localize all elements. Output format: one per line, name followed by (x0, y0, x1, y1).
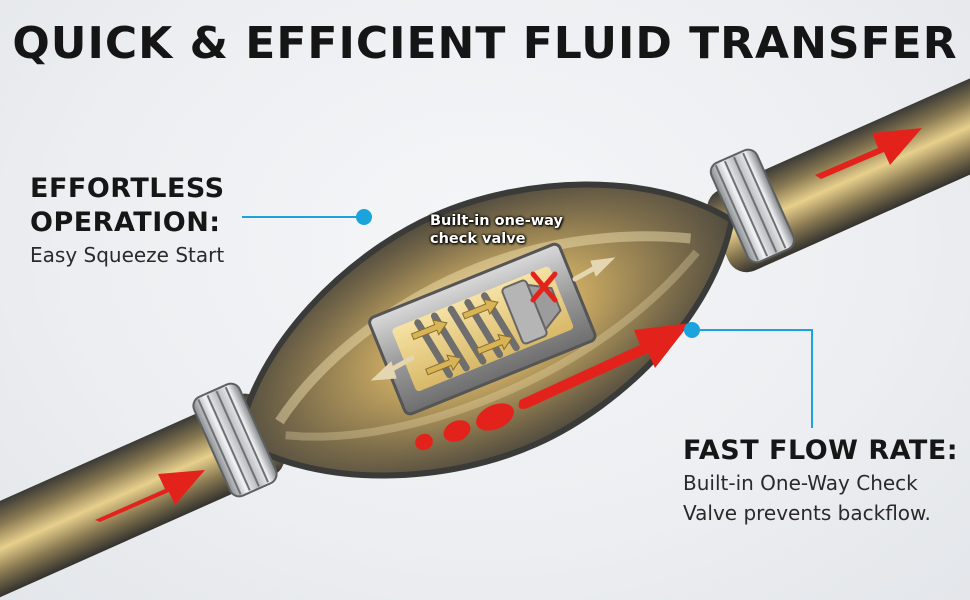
callout-title-line2: OPERATION: (30, 207, 221, 238)
hose-ring-right (709, 148, 796, 264)
leader-dot-icon (684, 322, 700, 338)
callout-body: Easy Squeeze Start (30, 243, 225, 267)
block-x-icon (530, 271, 558, 303)
flow-arrow-icon (415, 323, 690, 451)
callout-body-line2: Valve prevents backflow. (683, 501, 931, 525)
spring (414, 292, 520, 379)
callout-body-line1: Built-in One-Way Check (683, 471, 918, 495)
inner-flow-arrows (410, 298, 513, 376)
valve-label-line1: Built-in one-way (430, 213, 563, 229)
valve-label-line2: check valve (430, 231, 526, 247)
leader-left (242, 209, 372, 225)
headline: QUICK & EFFICIENT FLUID TRANSFER (12, 18, 958, 69)
callout-fast-flow-rate: FAST FLOW RATE: Built-in One-Way Check V… (683, 434, 963, 528)
valve-label: Built-in one-way check valve (430, 212, 563, 248)
hose-left (0, 393, 285, 600)
callout-effortless-operation: EFFORTLESS OPERATION: Easy Squeeze Start (30, 172, 260, 270)
flow-arrow-icon (95, 470, 205, 522)
leader-dot-icon (356, 209, 372, 225)
hose-right (707, 58, 970, 273)
flow-arrow-icon (815, 128, 922, 179)
callout-title-line1: EFFORTLESS (30, 173, 225, 204)
hose-ring-left (192, 382, 278, 498)
flow-arrow-icon (370, 257, 616, 381)
callout-title: FAST FLOW RATE: (683, 435, 959, 466)
leader-right (684, 322, 813, 428)
